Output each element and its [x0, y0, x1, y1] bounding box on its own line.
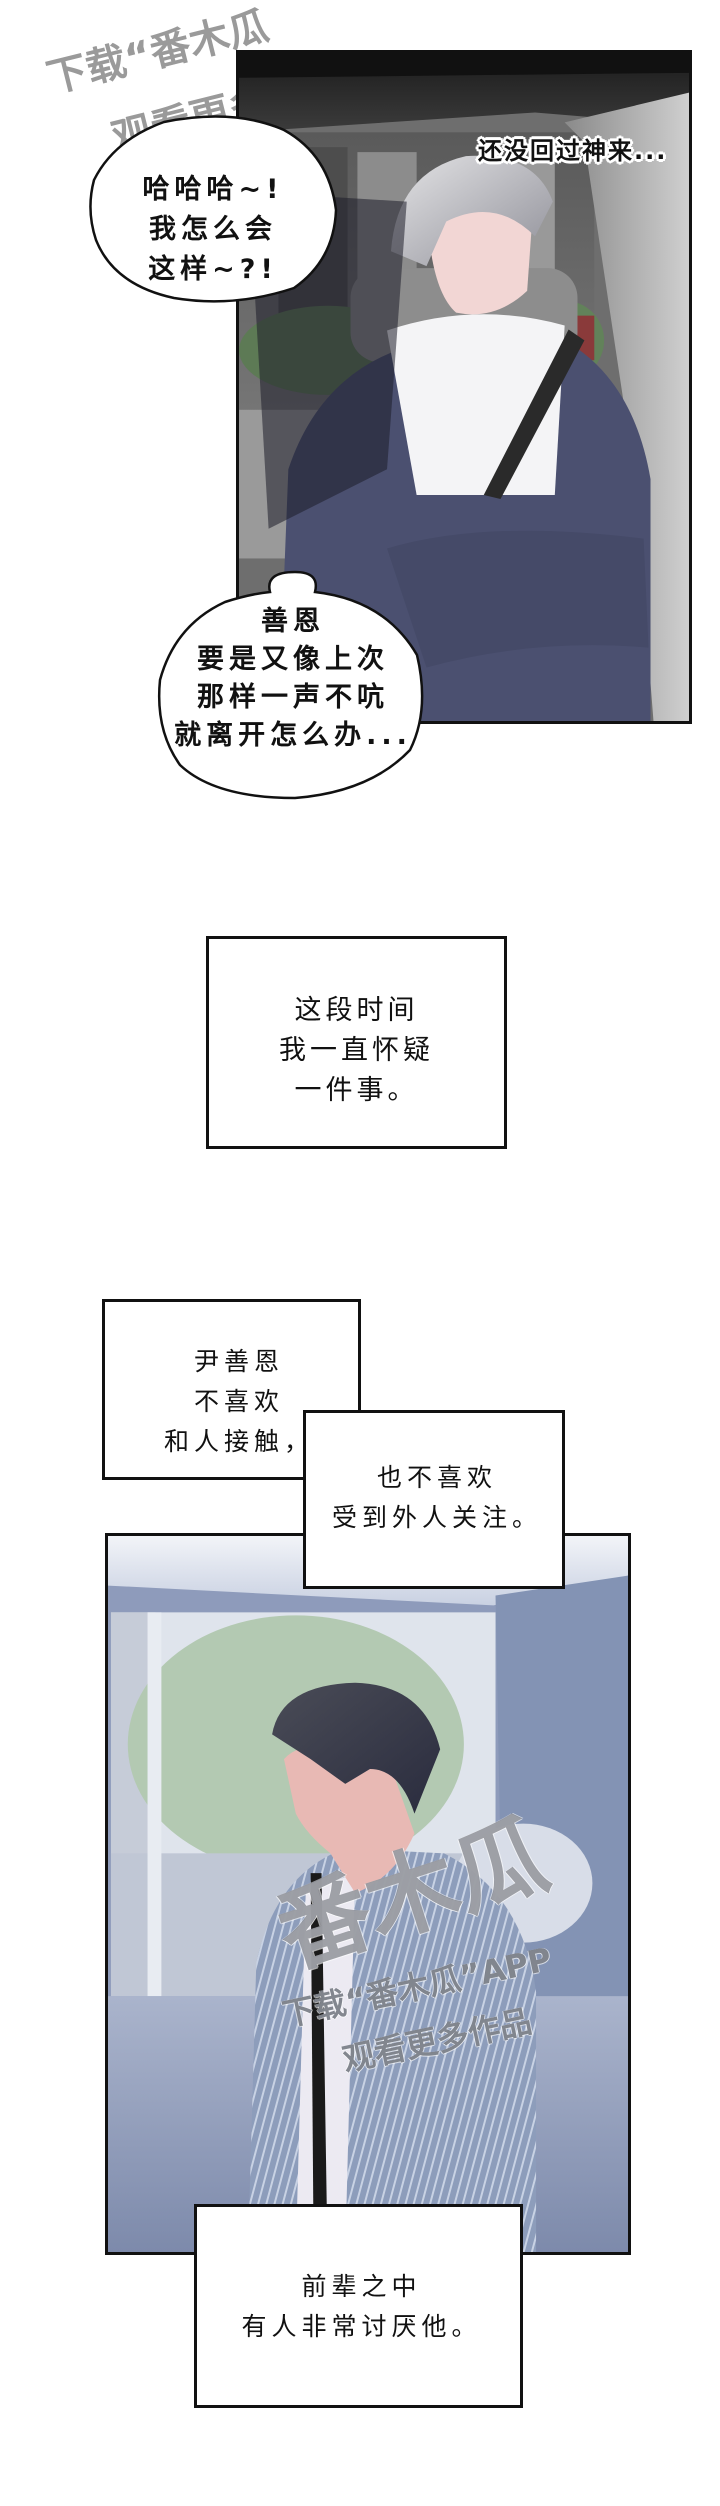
- speech-bubble-2-text: 善恩 要是又像上次 那样一声不吭 就离开怎么办...: [157, 603, 429, 755]
- hair: [390, 155, 553, 267]
- bubble-line: 要是又像上次: [197, 644, 389, 675]
- speech-bubble-1: [89, 115, 338, 303]
- caption-3-text: 也不喜欢 受到外人关注。: [306, 1458, 568, 1538]
- caption-line: 不喜欢: [193, 1387, 284, 1416]
- caption-1-text: 这段时间 我一直怀疑 一件事。: [209, 991, 504, 1111]
- speech-bubble-1-text: 哈哈哈~! 我怎么会 这样~?!: [88, 170, 338, 290]
- bubble-line: 就离开怎么办...: [174, 720, 412, 751]
- narration-text: 还没回过神来...: [478, 137, 668, 165]
- caption-line: 尹善恩: [193, 1347, 284, 1376]
- caption-line: 有人非常讨厌他。: [241, 2312, 482, 2341]
- caption-line: 和人接触，: [163, 1427, 314, 1456]
- caption-box-3: 也不喜欢 受到外人关注。: [303, 1410, 565, 1589]
- neck-face: [283, 1743, 415, 1894]
- bag-strap: [310, 1873, 328, 2252]
- arms: [387, 530, 649, 668]
- caption-line: 这段时间: [294, 995, 419, 1026]
- caption-line: 一件事。: [294, 1075, 419, 1106]
- caption-line: 前辈之中: [301, 2272, 422, 2301]
- bubble-line: 我怎么会: [149, 214, 277, 245]
- bubble-line: 那样一声不吭: [197, 682, 389, 713]
- seatbelt: [483, 329, 585, 499]
- bubble-line: 这样~?!: [148, 254, 278, 285]
- caption-2-text: 尹善恩 不喜欢 和人接触，: [105, 1342, 373, 1462]
- speech-bubble-2: [157, 570, 424, 800]
- caption-box-4: 前辈之中 有人非常讨厌他。: [194, 2204, 523, 2408]
- caption-4-text: 前辈之中 有人非常讨厌他。: [197, 2267, 526, 2347]
- bubble-line: 哈哈哈~!: [142, 174, 284, 205]
- caption-line: 也不喜欢: [376, 1463, 497, 1492]
- comic-panel-2: 番木瓜 下载“番木瓜”APP 观看更多作品: [105, 1533, 631, 2255]
- bubble-line: 善恩: [261, 606, 325, 637]
- caption-line: 受到外人关注。: [331, 1503, 542, 1532]
- panel-2-artwork: [108, 1536, 628, 2252]
- caption-line: 我一直怀疑: [279, 1035, 434, 1066]
- caption-box-1: 这段时间 我一直怀疑 一件事。: [206, 936, 507, 1149]
- hair: [272, 1682, 441, 1814]
- face: [427, 210, 533, 315]
